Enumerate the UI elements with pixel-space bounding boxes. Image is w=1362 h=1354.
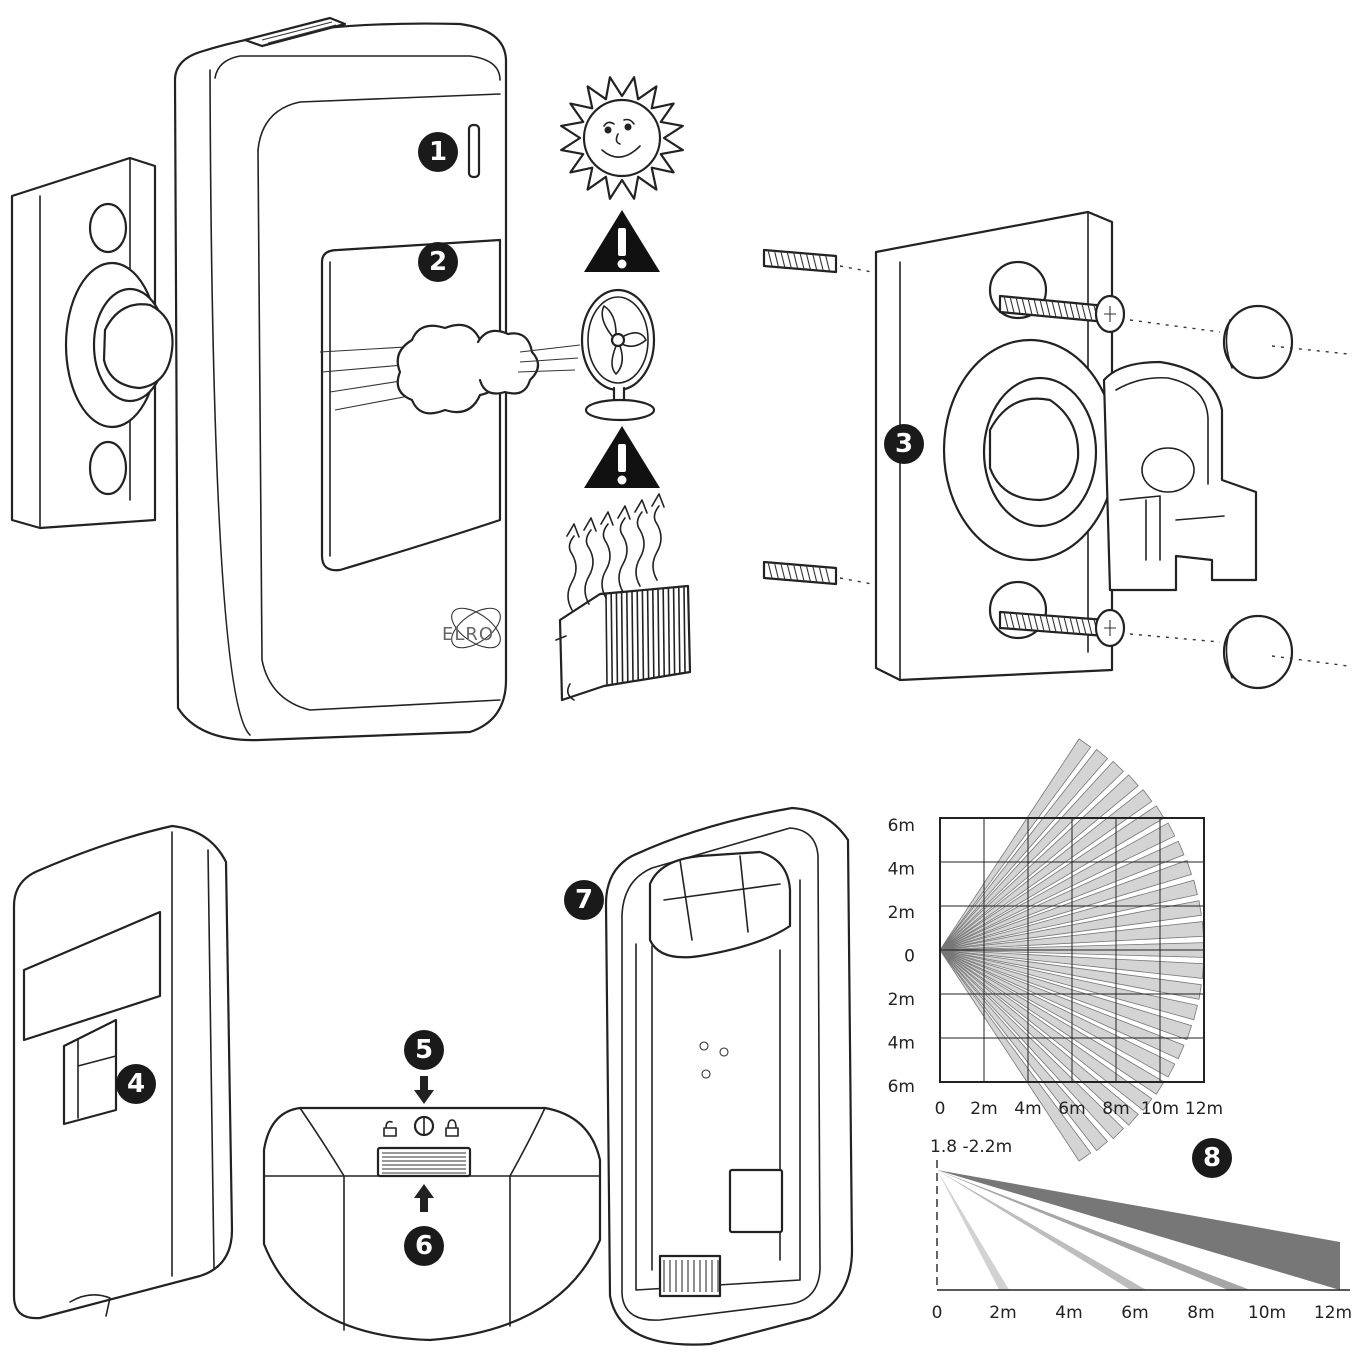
coverage-side-x-tick: 0 <box>932 1303 943 1323</box>
screw-icon <box>998 608 1126 648</box>
screw-icon <box>998 294 1126 334</box>
coverage-ray <box>939 949 1193 1041</box>
coverage-ray <box>939 949 1109 1152</box>
detector-open-housing <box>604 806 854 1346</box>
cap-icon <box>1129 614 1349 690</box>
callout-3-label: 3 <box>895 429 913 459</box>
mode-switch <box>383 1115 459 1137</box>
mounting-height-label: 1.8 -2.2m <box>930 1137 1012 1157</box>
warning-icon <box>584 210 660 272</box>
warning-icon <box>584 426 660 488</box>
callout-1-label: 1 <box>429 137 447 167</box>
callout-7-label: 7 <box>575 885 593 915</box>
coverage-x-ticks: 0 2m 4m 6m 8m 10m 12m <box>935 1099 1224 1119</box>
coverage-zone <box>937 1170 1340 1290</box>
coverage-ray <box>939 840 1185 951</box>
coverage-side-x-tick: 12m <box>1314 1303 1352 1323</box>
coverage-x-tick: 4m <box>1014 1099 1041 1119</box>
coverage-ray <box>939 949 1153 1111</box>
coverage-ray <box>939 949 1092 1162</box>
coverage-y-tick: 0 <box>904 947 915 967</box>
detector-front: ELRO <box>173 16 581 742</box>
coverage-x-tick: 6m <box>1058 1099 1085 1119</box>
coverage-ray <box>939 900 1202 951</box>
callout-3: 3 <box>884 424 924 464</box>
callout-4: 4 <box>116 1064 156 1104</box>
callout-2: 2 <box>418 242 458 282</box>
callout-6-label: 6 <box>415 1231 433 1261</box>
cap-icon <box>1129 304 1349 380</box>
coverage-y-tick: 2m <box>888 903 915 923</box>
coverage-x-tick: 12m <box>1185 1099 1223 1119</box>
coverage-ray <box>939 738 1092 951</box>
detector-top-view <box>262 1076 602 1342</box>
coverage-y-tick: 4m <box>888 860 915 880</box>
coverage-ray <box>939 805 1165 951</box>
brand-text: ELRO <box>442 624 494 645</box>
callout-7: 7 <box>564 880 604 920</box>
coverage-x-tick: 0 <box>935 1099 946 1119</box>
coverage-ray <box>939 949 1202 1000</box>
mounting-plate <box>874 210 1258 682</box>
brand-logo: ELRO <box>442 607 501 649</box>
coverage-ray <box>939 859 1193 951</box>
coverage-zone <box>937 1170 1147 1290</box>
callout-5: 5 <box>404 1030 444 1070</box>
coverage-ray <box>939 949 1198 1021</box>
coverage-ray <box>939 949 1165 1095</box>
airflow-cloud <box>319 323 581 415</box>
coverage-x-tick: 10m <box>1141 1099 1179 1119</box>
callout-2-label: 2 <box>429 247 447 277</box>
coverage-x-tick: 8m <box>1102 1099 1129 1119</box>
coverage-ray <box>939 748 1109 951</box>
coverage-y-tick: 4m <box>888 1034 915 1054</box>
coverage-side-x-tick: 2m <box>989 1303 1016 1323</box>
coverage-y-tick: 6m <box>888 816 915 836</box>
callout-8-label: 8 <box>1203 1143 1221 1173</box>
coverage-side-zones <box>937 1170 1340 1290</box>
coverage-frame <box>939 817 1205 1083</box>
coverage-top-view: 6m 4m 2m 0 2m 4m 6m 0 2m 4m 6m 8m 10m 12m <box>888 738 1224 1162</box>
callout-8: 8 <box>1192 1138 1232 1178</box>
coverage-ray <box>939 949 1185 1060</box>
coverage-x-tick: 2m <box>970 1099 997 1119</box>
wall-bracket-left <box>10 156 174 530</box>
callout-5-label: 5 <box>415 1035 433 1065</box>
coverage-zone <box>937 1170 1251 1290</box>
callout-1: 1 <box>418 132 458 172</box>
heater-icon <box>555 493 692 702</box>
coverage-side-x-tick: 6m <box>1121 1303 1148 1323</box>
coverage-side-view: 1.8 -2.2m 0 2m 4m 6m 8m 10m 12m <box>930 1137 1352 1323</box>
coverage-grid <box>940 818 1204 1082</box>
wall-plug-icon <box>762 248 873 274</box>
callout-4-label: 4 <box>127 1069 145 1099</box>
coverage-y-tick: 6m <box>888 1077 915 1097</box>
coverage-ray <box>939 879 1198 951</box>
coverage-side-x-tick: 8m <box>1187 1303 1214 1323</box>
coverage-side-x-tick: 10m <box>1248 1303 1286 1323</box>
sun-icon <box>560 76 684 200</box>
coverage-ray <box>939 760 1124 951</box>
coverage-zone <box>937 1170 1010 1290</box>
coverage-side-x-tick: 4m <box>1055 1303 1082 1323</box>
coverage-side-x-ticks: 0 2m 4m 6m 8m 10m 12m <box>932 1303 1353 1323</box>
fan-icon <box>580 288 656 422</box>
coverage-y-ticks: 6m 4m 2m 0 2m 4m 6m <box>888 816 915 1097</box>
coverage-ray <box>939 789 1153 951</box>
coverage-y-tick: 2m <box>888 990 915 1010</box>
wall-plug-icon <box>762 560 873 586</box>
callout-6: 6 <box>404 1226 444 1266</box>
coverage-ray <box>939 949 1124 1140</box>
